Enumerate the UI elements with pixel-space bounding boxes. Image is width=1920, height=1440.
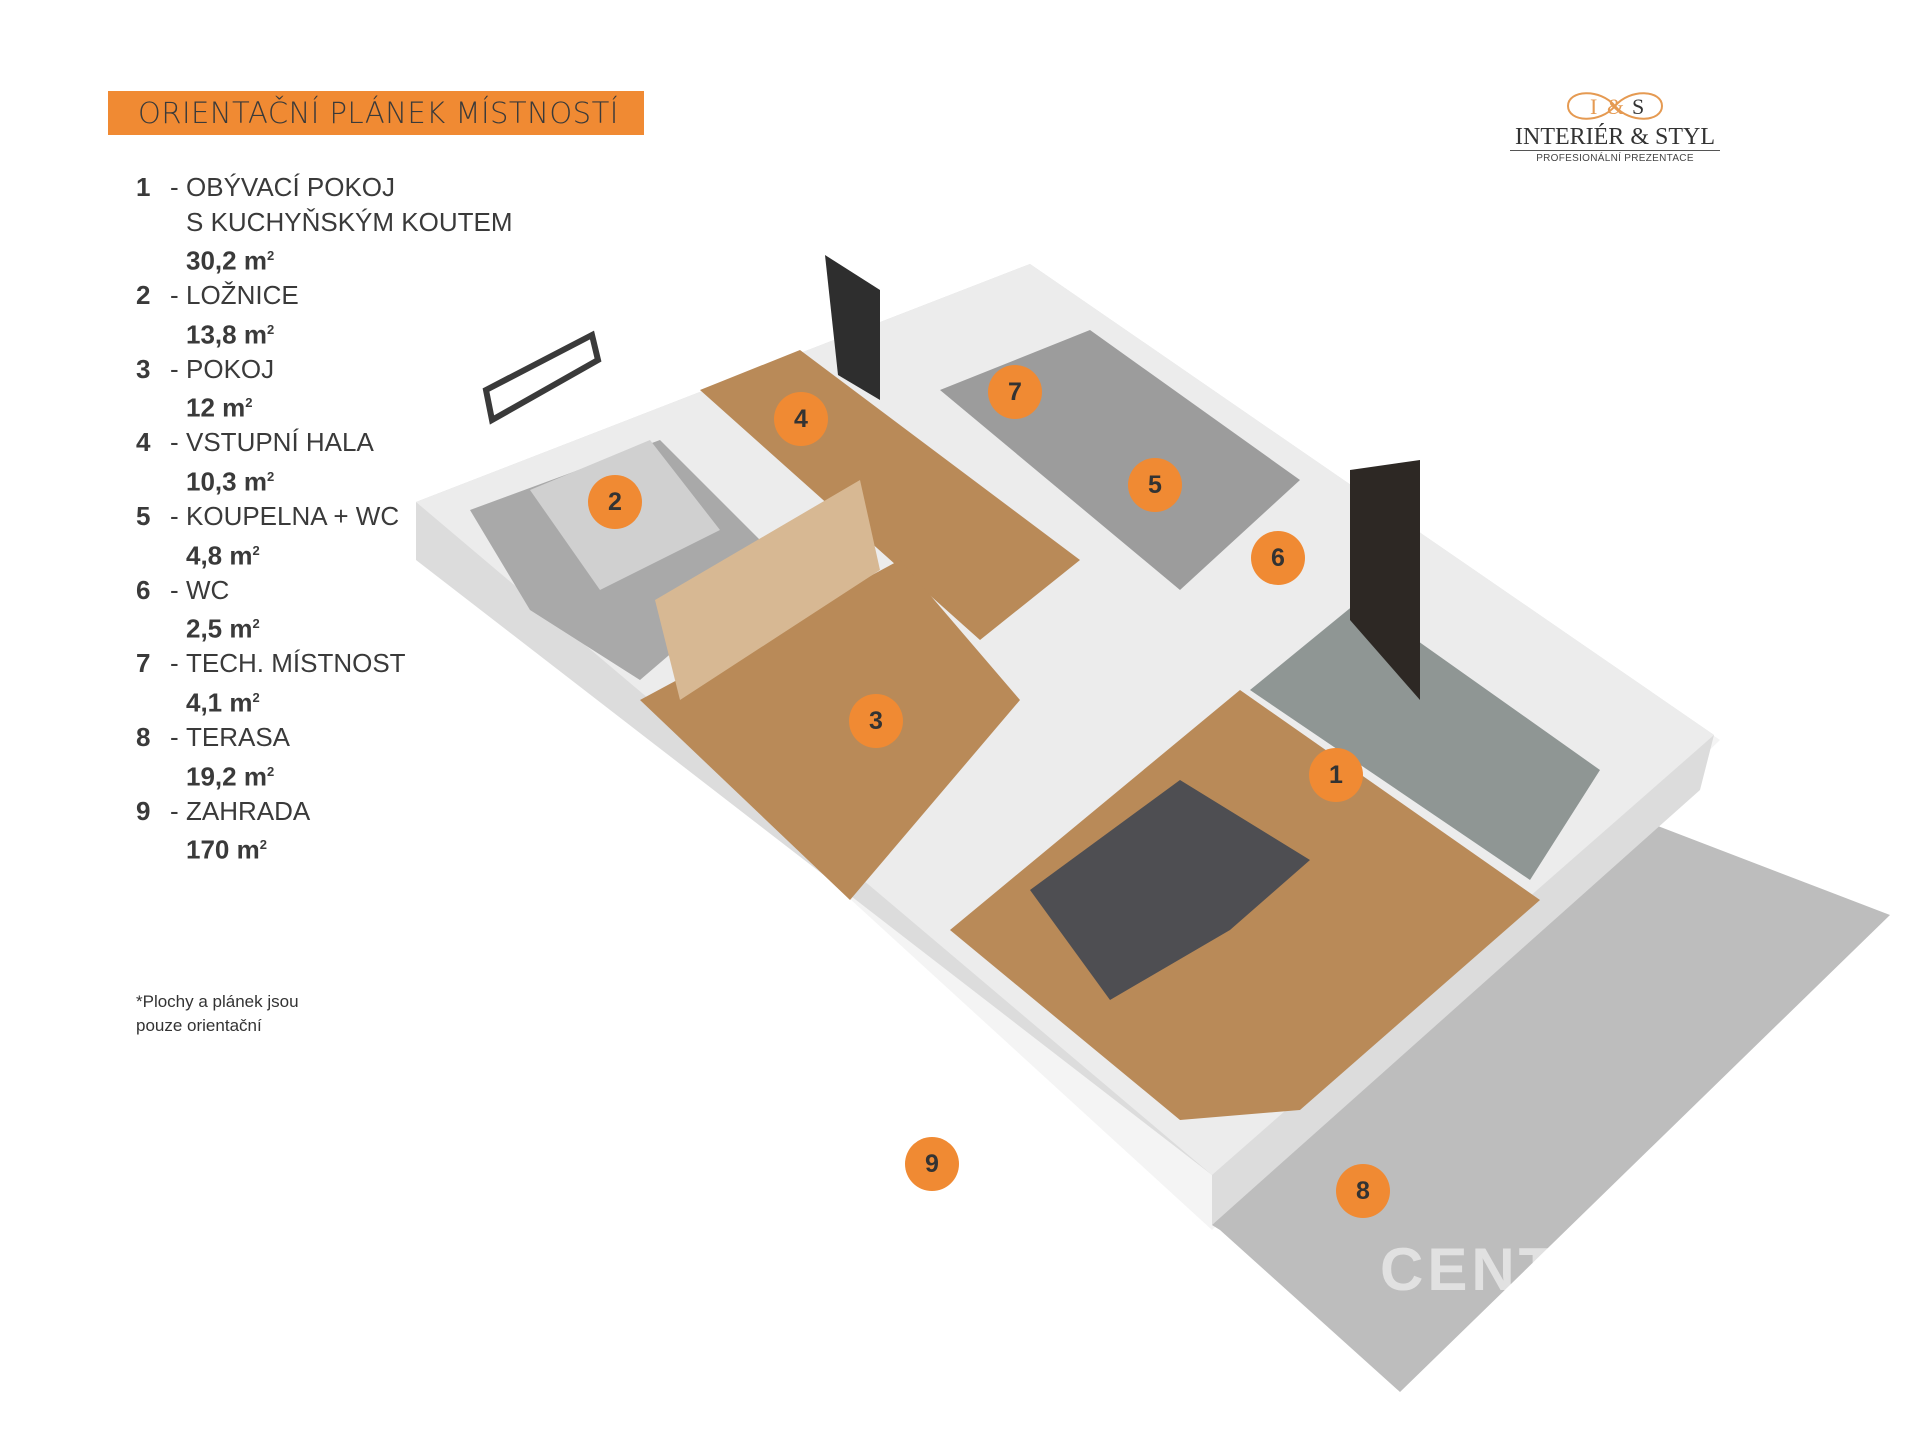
legend-dash: - xyxy=(170,172,179,202)
page-title: ORIENTAČNÍ PLÁNEK MÍSTNOSTÍ xyxy=(138,96,619,130)
room-marker-6: 6 xyxy=(1251,531,1305,585)
area-value: 170 m xyxy=(186,834,260,865)
room-marker-4: 4 xyxy=(774,392,828,446)
legend-num: 8 xyxy=(136,722,151,753)
logo-letter: S xyxy=(1632,94,1645,119)
area-value: 12 m xyxy=(186,392,246,423)
area-sup: 2 xyxy=(266,468,275,484)
floor-room3 xyxy=(640,560,1020,900)
legend-area: 30,2 m2 xyxy=(136,239,513,278)
legend-name: WC xyxy=(186,574,230,605)
area-value: 13,8 m xyxy=(186,319,267,350)
area-sup: 2 xyxy=(252,689,260,705)
disclaimer-note: *Plochy a plánek jsou pouze orientační xyxy=(136,990,299,1038)
legend-area: 19,2 m2 xyxy=(136,755,513,794)
legend-area: 4,8 m2 xyxy=(136,534,513,573)
legend-dash: - xyxy=(170,280,179,311)
legend-num: 3 xyxy=(136,353,151,384)
area-sup: 2 xyxy=(266,248,275,263)
area-sup: 2 xyxy=(252,616,260,632)
legend-area: 2,5 m2 xyxy=(136,607,513,646)
room-marker-3: 3 xyxy=(849,694,903,748)
room-legend: 1-OBÝVACÍ POKOJ S KUCHYŇSKÝM KOUTEM 30,2… xyxy=(136,170,513,867)
legend-name: OBÝVACÍ POKOJ xyxy=(186,172,396,202)
room-marker-5: 5 xyxy=(1128,458,1182,512)
watermark: CENT xyxy=(1380,1236,1560,1303)
area-value: 2,5 m xyxy=(186,613,253,644)
legend-area: 12 m2 xyxy=(136,386,513,425)
legend-dash: - xyxy=(170,427,179,458)
legend-name: KOUPELNA + WC xyxy=(186,501,400,532)
legend-area: 4,1 m2 xyxy=(136,681,513,720)
legend-name: TERASA xyxy=(186,722,291,753)
logo-letter: I xyxy=(1590,94,1598,119)
title-banner: ORIENTAČNÍ PLÁNEK MÍSTNOSTÍ xyxy=(108,91,644,135)
area-sup: 2 xyxy=(266,763,275,779)
note-line: pouze orientační xyxy=(136,1016,262,1035)
area-value: 10,3 m xyxy=(186,466,267,497)
legend-num: 9 xyxy=(136,795,151,826)
area-sup: 2 xyxy=(252,542,260,558)
legend-num: 5 xyxy=(136,501,151,532)
room-marker-7: 7 xyxy=(988,365,1042,419)
legend-item: 3-POKOJ xyxy=(136,352,513,387)
legend-name: TECH. MÍSTNOST xyxy=(186,648,406,679)
legend-area: 13,8 m2 xyxy=(136,313,513,352)
legend-dash: - xyxy=(170,501,179,532)
area-value: 4,1 m xyxy=(186,687,253,718)
area-value: 4,8 m xyxy=(186,540,253,571)
legend-area: 170 m2 xyxy=(136,828,513,867)
legend-num: 2 xyxy=(136,280,151,311)
kitchen-counter xyxy=(1350,460,1420,700)
room-marker-9: 9 xyxy=(905,1137,959,1191)
area-sup: 2 xyxy=(266,321,275,337)
terrace xyxy=(1212,800,1890,1392)
area-value: 19,2 m xyxy=(186,761,267,792)
legend-dash: - xyxy=(170,353,179,384)
room-marker-2: 2 xyxy=(588,475,642,529)
legend-dash: - xyxy=(170,648,179,679)
legend-name: LOŽNICE xyxy=(186,280,299,311)
legend-name: VSTUPNÍ HALA xyxy=(186,427,374,458)
legend-num: 6 xyxy=(136,574,151,605)
legend-item: 9-ZAHRADA xyxy=(136,794,513,829)
legend-num: 4 xyxy=(136,427,151,458)
legend-area: 10,3 m2 xyxy=(136,460,513,499)
legend-item: 6-WC xyxy=(136,573,513,608)
legend-item: 7-TECH. MÍSTNOST xyxy=(136,646,513,681)
floor-kitchen xyxy=(1250,600,1600,880)
legend-name: ZAHRADA xyxy=(186,795,311,826)
logo-tagline: PROFESIONÁLNÍ PREZENTACE xyxy=(1536,153,1694,164)
infinity-icon xyxy=(1566,92,1664,120)
logo-name: INTERIÉR & STYL xyxy=(1510,124,1720,151)
sofa xyxy=(1030,780,1310,1000)
wardrobe xyxy=(655,480,880,700)
legend-dash: - xyxy=(170,574,179,605)
legend-item: 1-OBÝVACÍ POKOJ xyxy=(136,170,513,205)
legend-item: 5-KOUPELNA + WC xyxy=(136,499,513,534)
window xyxy=(482,330,602,425)
legend-name: POKOJ xyxy=(186,353,275,384)
area-sup: 2 xyxy=(259,837,267,853)
legend-dash: - xyxy=(170,795,179,826)
legend-item: 2-LOŽNICE xyxy=(136,278,513,313)
area-sup: 2 xyxy=(245,395,253,411)
legend-dash: - xyxy=(170,722,179,753)
legend-item: 8-TERASA xyxy=(136,720,513,755)
legend-num: 1 xyxy=(136,172,151,202)
note-line: *Plochy a plánek jsou xyxy=(136,992,299,1011)
company-logo: I & S INTERIÉR & STYL PROFESIONÁLNÍ PREZ… xyxy=(1510,88,1720,164)
door xyxy=(825,255,880,400)
legend-item: 4-VSTUPNÍ HALA xyxy=(136,425,513,460)
legend-name-cont: S KUCHYŇSKÝM KOUTEM xyxy=(186,206,513,237)
logo-letter: & xyxy=(1607,94,1625,119)
logo-monogram: I & S xyxy=(1510,88,1720,124)
legend-num: 7 xyxy=(136,648,151,679)
room-marker-1: 1 xyxy=(1309,748,1363,802)
room-marker-8: 8 xyxy=(1336,1164,1390,1218)
area-value: 30,2 m xyxy=(186,245,267,276)
